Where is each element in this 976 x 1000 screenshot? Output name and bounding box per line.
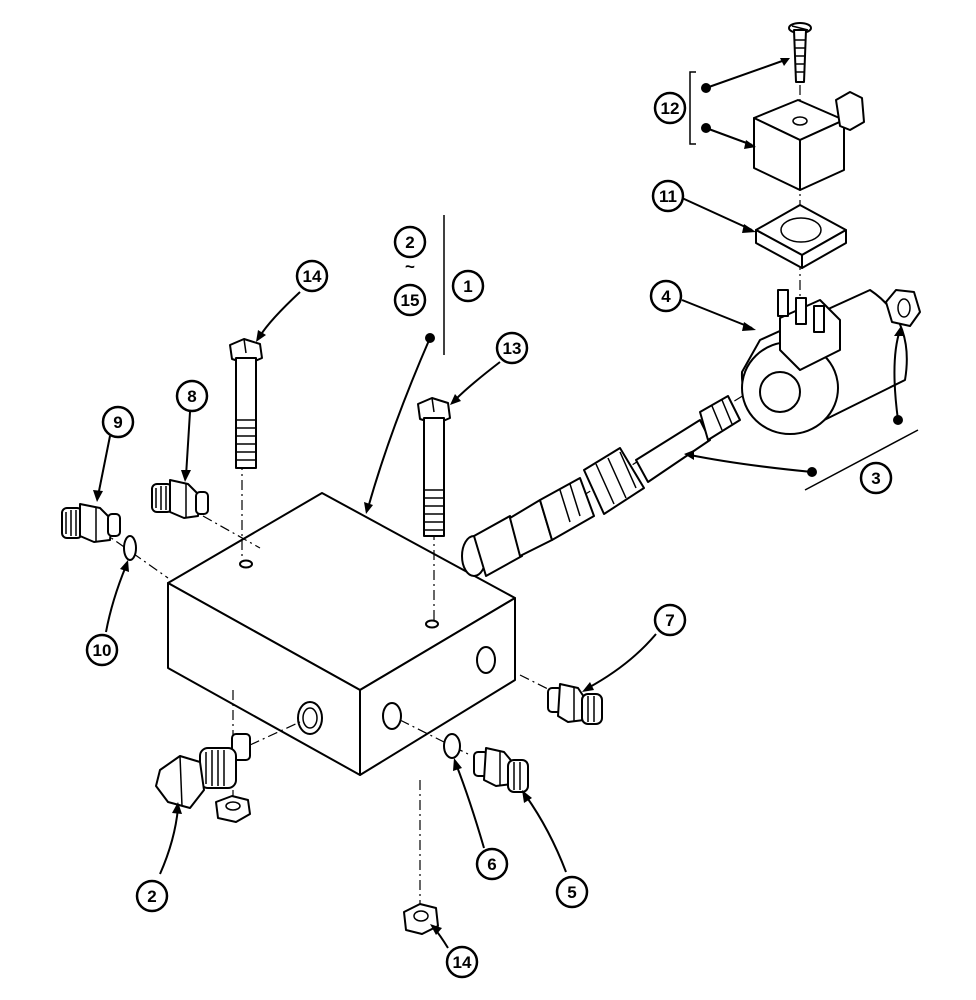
svg-text:6: 6 [487, 855, 496, 874]
callout-1: 1 [451, 269, 485, 303]
svg-text:4: 4 [661, 287, 671, 306]
svg-text:12: 12 [661, 99, 680, 118]
callout-9: 9 [101, 405, 135, 439]
range-tilde: ~ [405, 257, 415, 276]
gasket-11 [755, 204, 847, 269]
svg-text:2: 2 [147, 887, 156, 906]
relief-valve-2 [155, 733, 251, 809]
manifold-block [167, 492, 516, 776]
side-port-upper [476, 646, 496, 674]
fitting-8 [151, 479, 209, 519]
callout-14-top: 14 [295, 259, 329, 293]
nut-bottom [403, 903, 439, 935]
bolt-long-right [417, 397, 451, 537]
svg-text:7: 7 [665, 611, 674, 630]
top-bolt-hole-right [425, 619, 439, 629]
callout-14-bottom: 14 [445, 945, 479, 979]
svg-text:8: 8 [187, 387, 196, 406]
svg-text:11: 11 [659, 187, 677, 206]
callout-8: 8 [175, 379, 209, 413]
valve-cartridge [461, 395, 741, 577]
nut-left [215, 795, 251, 823]
bolt-long-left [229, 338, 263, 469]
callout-13: 13 [495, 331, 529, 365]
svg-text:1: 1 [463, 277, 472, 296]
side-port-lower [382, 702, 402, 730]
svg-text:15: 15 [401, 291, 420, 310]
fitting-5 [473, 747, 529, 793]
svg-text:10: 10 [93, 641, 112, 660]
callout-6: 6 [475, 847, 509, 881]
callout-2: 2 [135, 879, 169, 913]
svg-text:5: 5 [567, 883, 576, 902]
callout-12: 12 [653, 91, 687, 125]
screw-12 [788, 22, 812, 83]
bracket-12 [689, 71, 696, 145]
callout-10: 10 [85, 633, 119, 667]
solenoid-coil-4 [740, 289, 908, 435]
svg-text:14: 14 [453, 953, 472, 972]
svg-text:9: 9 [113, 413, 122, 432]
callout-15: 15 [393, 283, 427, 317]
callout-5: 5 [555, 875, 589, 909]
svg-text:2: 2 [405, 233, 414, 252]
fitting-9 [61, 503, 121, 543]
manifold-right-face [359, 597, 516, 776]
o-ring-10 [123, 535, 137, 561]
bracket-3 [804, 429, 919, 491]
svg-text:3: 3 [871, 469, 880, 488]
callout-4: 4 [649, 279, 683, 313]
coil-nut [885, 289, 921, 327]
front-port [297, 701, 323, 735]
callout-3: 3 [859, 461, 893, 495]
connector-12 [753, 91, 865, 191]
fitting-7 [547, 683, 603, 725]
callout-11: 11 [651, 179, 685, 213]
svg-text:13: 13 [503, 339, 522, 358]
callout-2-range-start: 2 [393, 225, 427, 259]
svg-text:14: 14 [303, 267, 322, 286]
top-bolt-hole-left [239, 559, 253, 569]
leader-lines [93, 58, 904, 949]
callout-7: 7 [653, 603, 687, 637]
o-ring-6 [443, 733, 461, 759]
